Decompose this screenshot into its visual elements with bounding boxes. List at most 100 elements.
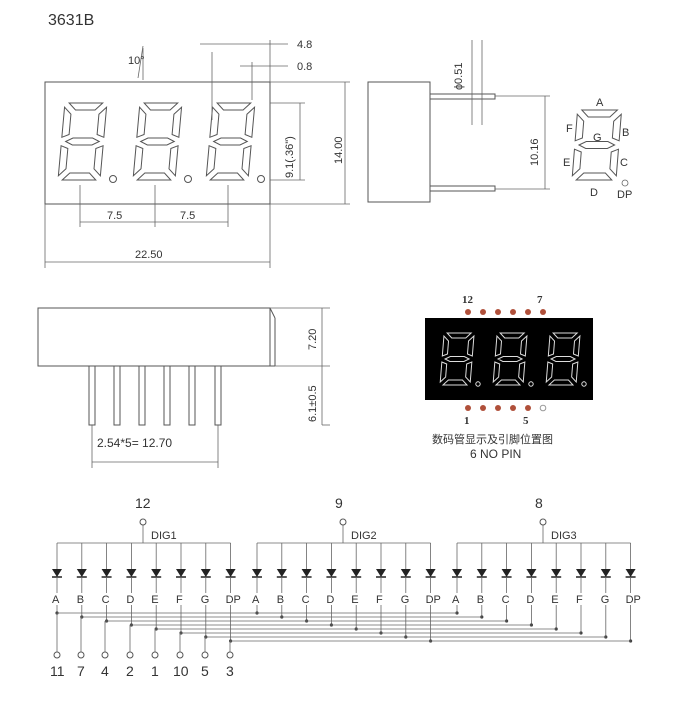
segment-name: B <box>77 594 84 606</box>
photo-pin-top-6 <box>540 309 546 315</box>
photo-pin-bottom-1 <box>465 405 471 411</box>
segment-label-f: F <box>566 123 573 135</box>
segment-e <box>439 361 448 384</box>
segment-name: D <box>126 594 134 606</box>
height-dim: 14.00 <box>333 136 345 164</box>
decimal-point <box>184 175 192 183</box>
segment-pin-f: 10 <box>173 663 189 679</box>
led-diode <box>225 569 236 577</box>
segment-a <box>67 102 105 111</box>
segment-d <box>494 379 522 386</box>
led-diode <box>526 569 537 577</box>
segment-name: G <box>401 594 410 606</box>
segment-f <box>441 334 450 357</box>
photo-pin-top-4 <box>510 309 516 315</box>
segment-b <box>171 105 183 139</box>
segment-c <box>465 361 473 384</box>
photo-pin-top-3 <box>495 309 501 315</box>
segment-label-dp: DP <box>617 189 632 201</box>
segment-name: F <box>376 594 383 606</box>
bottom-view: 7.20 6.1±0.5 2.54*5= 12.70 <box>37 307 330 468</box>
segment-g <box>443 356 471 362</box>
segment-name: D <box>526 594 534 606</box>
pin-length-dim: 6.1±0.5 <box>307 385 319 422</box>
photo-caption-cn: 数码管显示及引脚位置图 <box>432 432 553 446</box>
pin-span-dim: 2.54*5= 12.70 <box>97 436 172 450</box>
led-diode <box>76 569 87 577</box>
segment-b <box>244 105 256 139</box>
segment-a <box>215 102 253 111</box>
segment-b <box>466 334 475 357</box>
pin-2 <box>113 365 121 426</box>
segment-name: F <box>576 594 583 606</box>
segment-c <box>241 144 252 177</box>
segment-pin-b: 7 <box>77 663 85 679</box>
segment-e <box>205 144 217 178</box>
segment-c <box>609 148 620 177</box>
segment-f <box>209 106 220 139</box>
led-diode <box>376 569 386 577</box>
led-diode <box>326 569 337 577</box>
photo-pin-bottom-2 <box>480 405 486 411</box>
segment-d <box>60 172 97 181</box>
pitch-dim-2: 7.5 <box>180 210 195 222</box>
segment-c <box>571 361 579 384</box>
front-digit-3 <box>205 102 265 183</box>
segment-name: F <box>176 594 183 606</box>
segment-label-a: A <box>596 97 604 109</box>
photo-pin-bottom-3 <box>495 405 501 411</box>
photo-pin-top-2 <box>480 309 486 315</box>
led-diode <box>400 569 411 577</box>
segment-e <box>571 148 582 178</box>
led-diode <box>501 569 512 577</box>
segment-a <box>446 332 473 339</box>
front-digits <box>57 102 265 183</box>
segment-b <box>519 334 528 357</box>
led-diode <box>276 569 287 577</box>
segment-name: D <box>326 594 334 606</box>
segment-e <box>492 361 501 384</box>
led-diode <box>176 569 186 577</box>
front-digit-1 <box>57 102 117 183</box>
segment-map: A B C D E F G DP <box>563 97 632 201</box>
segment-e <box>132 144 144 178</box>
segment-d <box>574 172 613 181</box>
segment-name: DP <box>626 594 641 606</box>
segment-pin-c: 4 <box>101 663 109 679</box>
photo-pin-label-7: 7 <box>537 294 543 306</box>
segment-name: G <box>201 594 210 606</box>
side-body-outline <box>367 81 431 203</box>
segment-label-c: C <box>620 157 628 169</box>
segment-g <box>577 141 616 149</box>
photo-pin-label-1: 1 <box>464 415 470 427</box>
led-diode <box>600 569 611 577</box>
segment-pin-a: 11 <box>50 663 65 679</box>
led-diode <box>301 569 312 577</box>
decimal-point <box>257 175 265 183</box>
segment-b <box>96 105 108 139</box>
led-diode <box>351 569 362 577</box>
segment-f <box>547 334 556 357</box>
led-diode <box>52 569 62 577</box>
segment-f <box>61 106 72 139</box>
segment-g <box>212 137 249 146</box>
photo-digit-2 <box>492 332 534 387</box>
segment-name: A <box>52 594 60 606</box>
led-diode <box>101 569 112 577</box>
front-digit-2 <box>132 102 192 183</box>
segment-c <box>93 144 104 177</box>
pin-6 <box>214 365 222 426</box>
photo-digits <box>439 332 587 387</box>
bottom-body-outline <box>37 307 271 367</box>
digit-common-pin-2: 9 <box>335 495 343 511</box>
segment-a <box>552 332 579 339</box>
decimal-point <box>528 381 534 387</box>
side-pin-bottom <box>429 185 496 192</box>
digit-name-2: DIG2 <box>351 530 377 542</box>
segment-a <box>499 332 526 339</box>
digit-common-pin-3: 8 <box>535 495 543 511</box>
pin-3 <box>138 365 146 426</box>
led-diode <box>476 569 487 577</box>
